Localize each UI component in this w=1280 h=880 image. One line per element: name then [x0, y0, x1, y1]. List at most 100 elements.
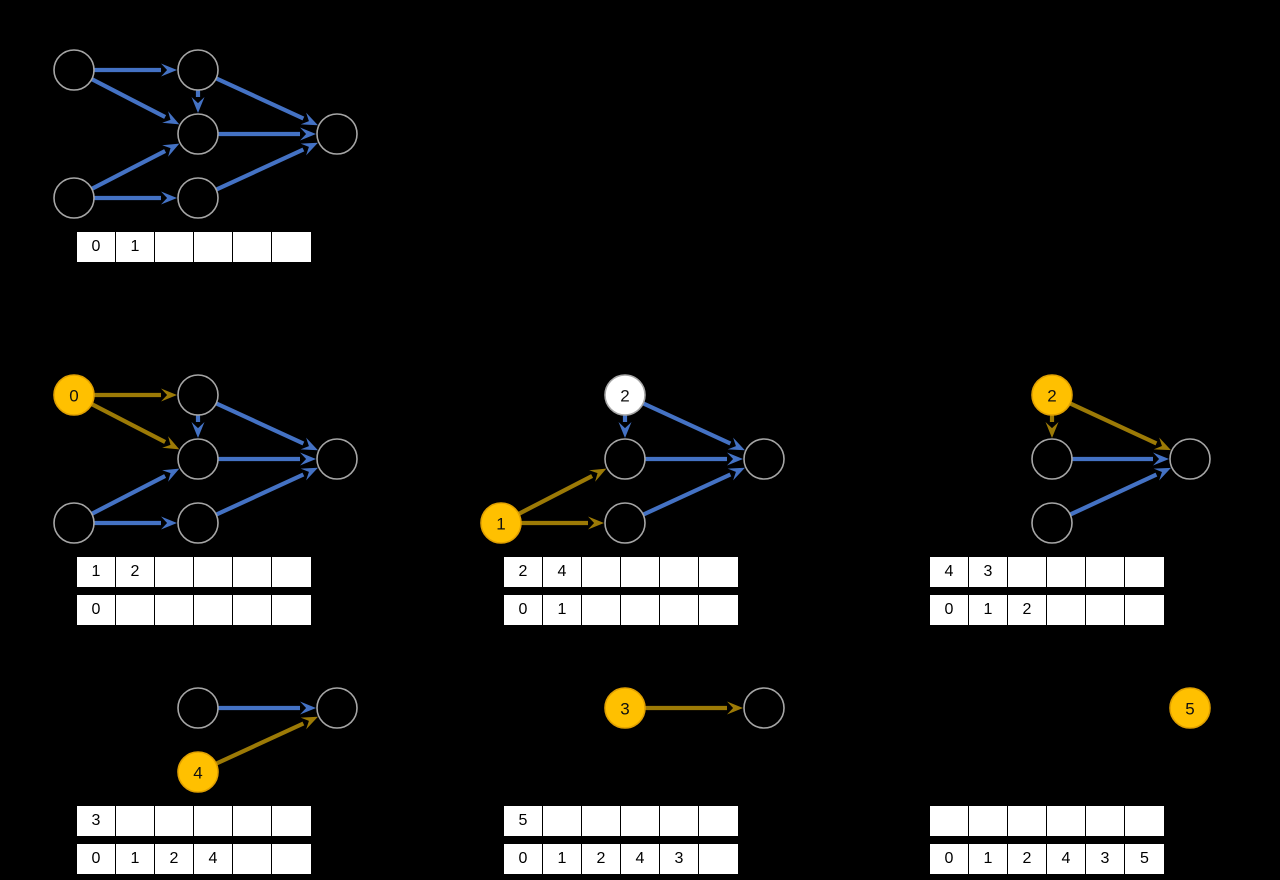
array-cell[interactable] [582, 595, 621, 625]
array-cell[interactable] [194, 595, 233, 625]
graph-node[interactable] [1031, 502, 1073, 544]
array-cell[interactable] [116, 595, 155, 625]
array-cell[interactable] [1125, 595, 1164, 625]
array-cell[interactable] [621, 595, 660, 625]
array-cell[interactable]: 2 [1008, 595, 1047, 625]
array-cell[interactable] [233, 557, 272, 587]
array-cell[interactable] [155, 806, 194, 836]
graph-node[interactable] [53, 177, 95, 219]
array-cell[interactable]: 3 [77, 806, 116, 836]
array-cell[interactable] [1008, 557, 1047, 587]
graph-node[interactable]: 2 [1031, 374, 1073, 416]
array-cell[interactable] [660, 806, 699, 836]
array-cell[interactable] [233, 844, 272, 874]
array-cell[interactable] [272, 844, 311, 874]
array-cell[interactable] [1047, 595, 1086, 625]
array-cell[interactable] [660, 595, 699, 625]
array-cell[interactable]: 5 [1125, 844, 1164, 874]
array-cell[interactable] [155, 232, 194, 262]
array-cell[interactable] [1086, 595, 1125, 625]
array-cell[interactable]: 1 [116, 232, 155, 262]
array-cell[interactable] [1008, 806, 1047, 836]
array-cell[interactable]: 0 [930, 844, 969, 874]
graph-node[interactable] [177, 374, 219, 416]
graph-node[interactable]: 4 [177, 751, 219, 793]
graph-node[interactable] [177, 438, 219, 480]
array-cell[interactable]: 1 [969, 595, 1008, 625]
array-cell[interactable]: 1 [77, 557, 116, 587]
array-cell[interactable] [272, 806, 311, 836]
array-cell[interactable] [582, 806, 621, 836]
graph-node[interactable]: 5 [1169, 687, 1211, 729]
graph-node[interactable] [177, 177, 219, 219]
array-cell[interactable] [272, 557, 311, 587]
array-cell[interactable]: 0 [77, 844, 116, 874]
array-cell[interactable] [1125, 557, 1164, 587]
array-cell[interactable]: 2 [155, 844, 194, 874]
array-cell[interactable]: 3 [969, 557, 1008, 587]
array-cell[interactable]: 0 [77, 232, 116, 262]
array-cell[interactable] [1047, 557, 1086, 587]
array-cell[interactable] [194, 232, 233, 262]
graph-node[interactable] [743, 687, 785, 729]
array-cell[interactable] [582, 557, 621, 587]
graph-node[interactable] [743, 438, 785, 480]
array-cell[interactable] [272, 232, 311, 262]
array-cell[interactable]: 2 [1008, 844, 1047, 874]
array-cell[interactable]: 4 [1047, 844, 1086, 874]
graph-node[interactable]: 1 [480, 502, 522, 544]
array-cell[interactable] [699, 806, 738, 836]
graph-node[interactable] [604, 438, 646, 480]
array-cell[interactable]: 0 [930, 595, 969, 625]
array-cell[interactable]: 3 [660, 844, 699, 874]
array-cell[interactable] [233, 806, 272, 836]
array-cell[interactable] [233, 595, 272, 625]
graph-node[interactable] [177, 687, 219, 729]
array-cell[interactable] [621, 806, 660, 836]
array-cell[interactable] [699, 557, 738, 587]
graph-node[interactable] [316, 687, 358, 729]
array-cell[interactable] [194, 806, 233, 836]
array-cell[interactable]: 4 [194, 844, 233, 874]
array-cell[interactable] [194, 557, 233, 587]
graph-node[interactable] [1169, 438, 1211, 480]
graph-node[interactable] [53, 502, 95, 544]
array-cell[interactable]: 4 [543, 557, 582, 587]
array-cell[interactable] [1086, 557, 1125, 587]
graph-node[interactable] [316, 438, 358, 480]
array-cell[interactable] [660, 557, 699, 587]
array-cell[interactable] [272, 595, 311, 625]
array-cell[interactable] [543, 806, 582, 836]
array-cell[interactable]: 0 [504, 595, 543, 625]
array-cell[interactable] [1086, 806, 1125, 836]
array-cell[interactable] [155, 557, 194, 587]
graph-node[interactable] [177, 502, 219, 544]
array-cell[interactable] [1047, 806, 1086, 836]
array-cell[interactable]: 3 [1086, 844, 1125, 874]
array-cell[interactable]: 1 [969, 844, 1008, 874]
array-cell[interactable] [930, 806, 969, 836]
array-cell[interactable]: 4 [621, 844, 660, 874]
graph-node[interactable] [177, 49, 219, 91]
graph-node[interactable] [316, 113, 358, 155]
array-cell[interactable] [969, 806, 1008, 836]
array-cell[interactable]: 1 [543, 844, 582, 874]
graph-node[interactable]: 3 [604, 687, 646, 729]
array-cell[interactable] [233, 232, 272, 262]
graph-node[interactable] [177, 113, 219, 155]
array-cell[interactable] [116, 806, 155, 836]
array-cell[interactable] [699, 844, 738, 874]
graph-node[interactable] [1031, 438, 1073, 480]
array-cell[interactable] [155, 595, 194, 625]
graph-node[interactable]: 2 [604, 374, 646, 416]
array-cell[interactable]: 2 [504, 557, 543, 587]
array-cell[interactable]: 2 [582, 844, 621, 874]
array-cell[interactable]: 1 [116, 844, 155, 874]
graph-node[interactable] [604, 502, 646, 544]
array-cell[interactable]: 1 [543, 595, 582, 625]
array-cell[interactable]: 0 [504, 844, 543, 874]
array-cell[interactable]: 0 [77, 595, 116, 625]
array-cell[interactable] [1125, 806, 1164, 836]
array-cell[interactable] [621, 557, 660, 587]
array-cell[interactable] [699, 595, 738, 625]
